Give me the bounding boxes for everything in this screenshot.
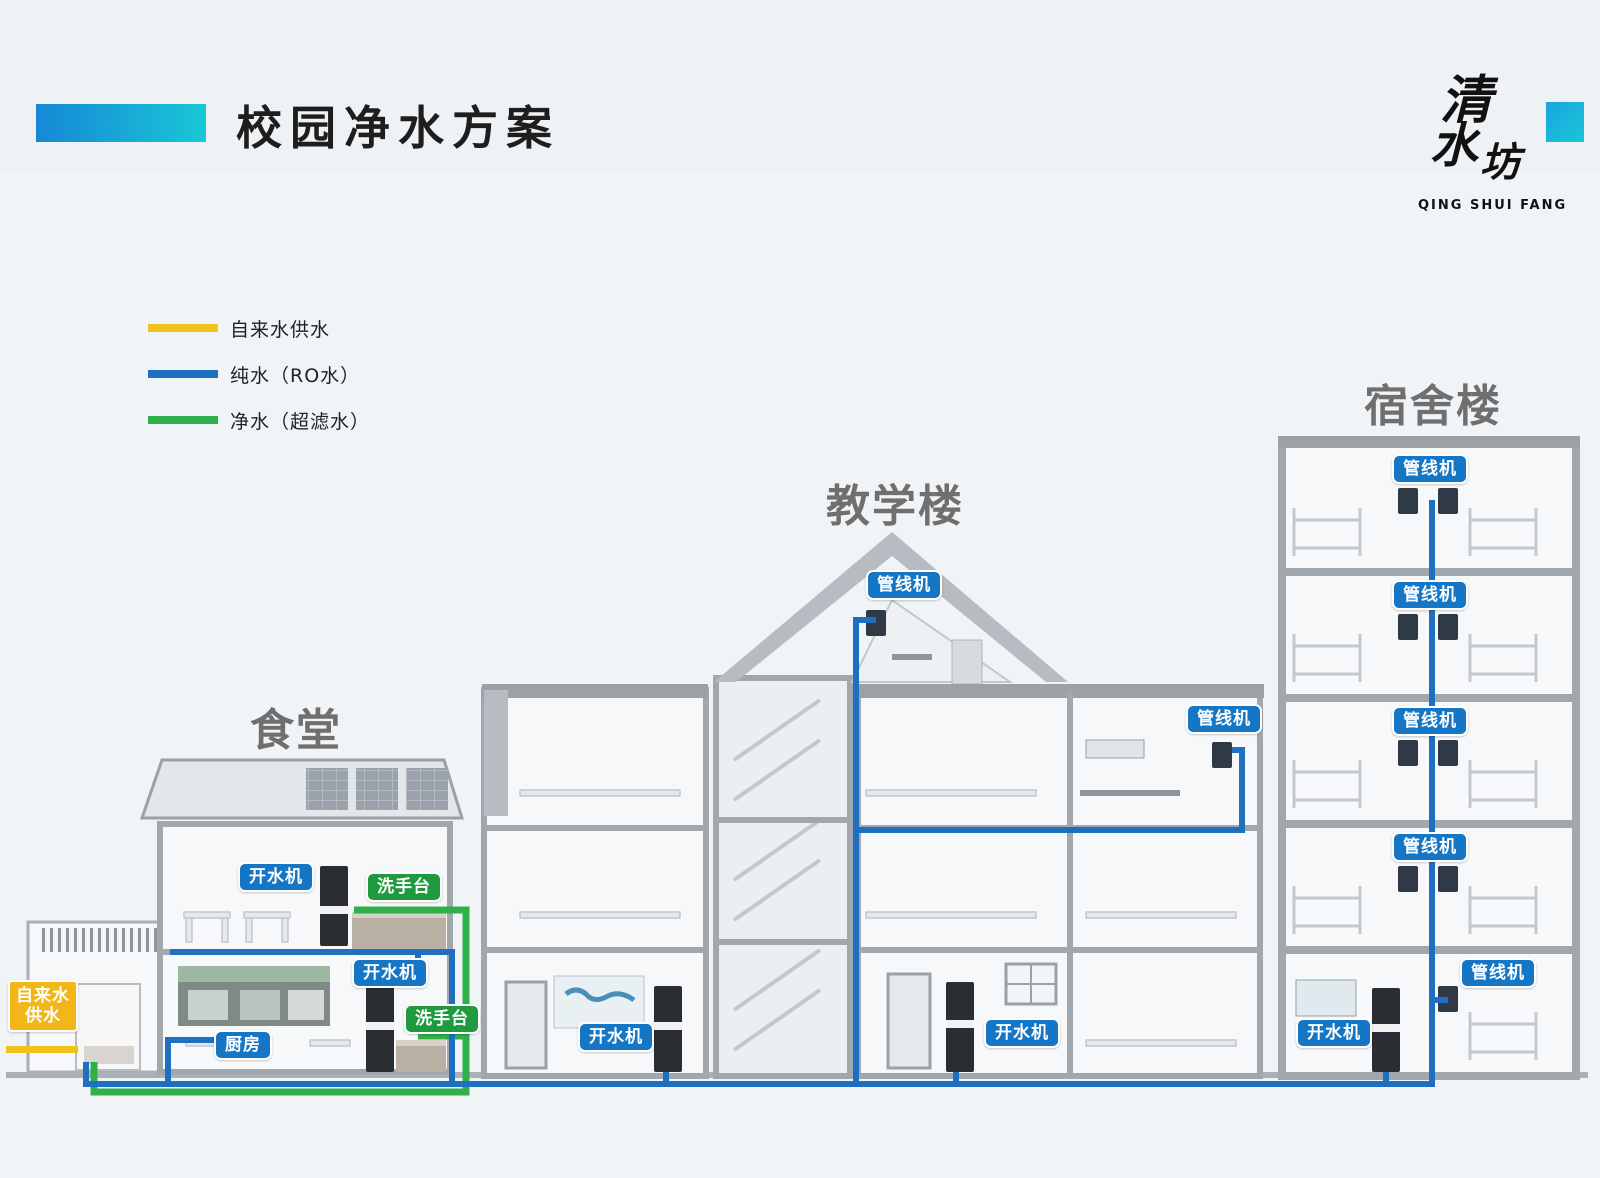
legend-swatch-tap [148, 324, 218, 332]
tag-pipeline-attic: 管线机 [866, 570, 942, 600]
legend: 自来水供水 纯水（RO水） 净水（超滤水） [148, 312, 408, 433]
tag-boiler-canteen-lower: 开水机 [352, 958, 428, 988]
pipe-tap-water [6, 1046, 78, 1053]
canteen-label: 食堂 [250, 705, 342, 756]
legend-swatch-clean [148, 416, 218, 424]
tag-boiler-teaching-left: 开水机 [578, 1022, 654, 1052]
legend-label-clean: 净水（超滤水） [230, 411, 371, 433]
tag-pipeline-dorm-4: 管线机 [1392, 580, 1468, 610]
tag-pipeline-dorm-2: 管线机 [1392, 832, 1468, 862]
teaching-building-label: 教学楼 [826, 481, 964, 532]
legend-label-pure: 纯水（RO水） [230, 365, 361, 387]
tag-pipeline-dorm-1: 管线机 [1460, 958, 1536, 988]
tag-washbasin-upper: 洗手台 [366, 872, 442, 902]
legend-swatch-pure [148, 370, 218, 378]
logo-char-1: 清 [1440, 70, 1493, 131]
tag-boiler-dorm: 开水机 [1296, 1018, 1372, 1048]
tag-tap-supply: 自来水供水 [8, 980, 78, 1032]
tag-boiler-teaching-right: 开水机 [984, 1018, 1060, 1048]
logo-char-2: 水 [1430, 118, 1479, 174]
page-title: 校园净水方案 [236, 101, 560, 155]
header-band [0, 0, 1600, 172]
legend-label-tap: 自来水供水 [230, 319, 331, 341]
logo-char-3: 坊 [1480, 139, 1520, 186]
tag-pipeline-dorm-5: 管线机 [1392, 454, 1468, 484]
logo-english: QING SHUI FANG [1418, 198, 1568, 213]
teaching-building [481, 532, 1264, 1079]
tag-washbasin-lower: 洗手台 [404, 1004, 480, 1034]
tag-pipeline-dorm-3: 管线机 [1392, 706, 1468, 736]
corner-accent-square [1546, 102, 1584, 142]
tag-boiler-canteen-upper: 开水机 [238, 862, 314, 892]
brand-logo: 清 水 坊 QING SHUI FANG [1410, 58, 1565, 218]
tag-pipeline-office: 管线机 [1186, 704, 1262, 734]
dorm-building-label: 宿舍楼 [1364, 381, 1502, 432]
pipe-pure-water [83, 500, 1448, 1087]
title-accent-bar [36, 104, 206, 142]
canteen-building [26, 758, 465, 1075]
tag-kitchen: 厨房 [214, 1030, 272, 1060]
